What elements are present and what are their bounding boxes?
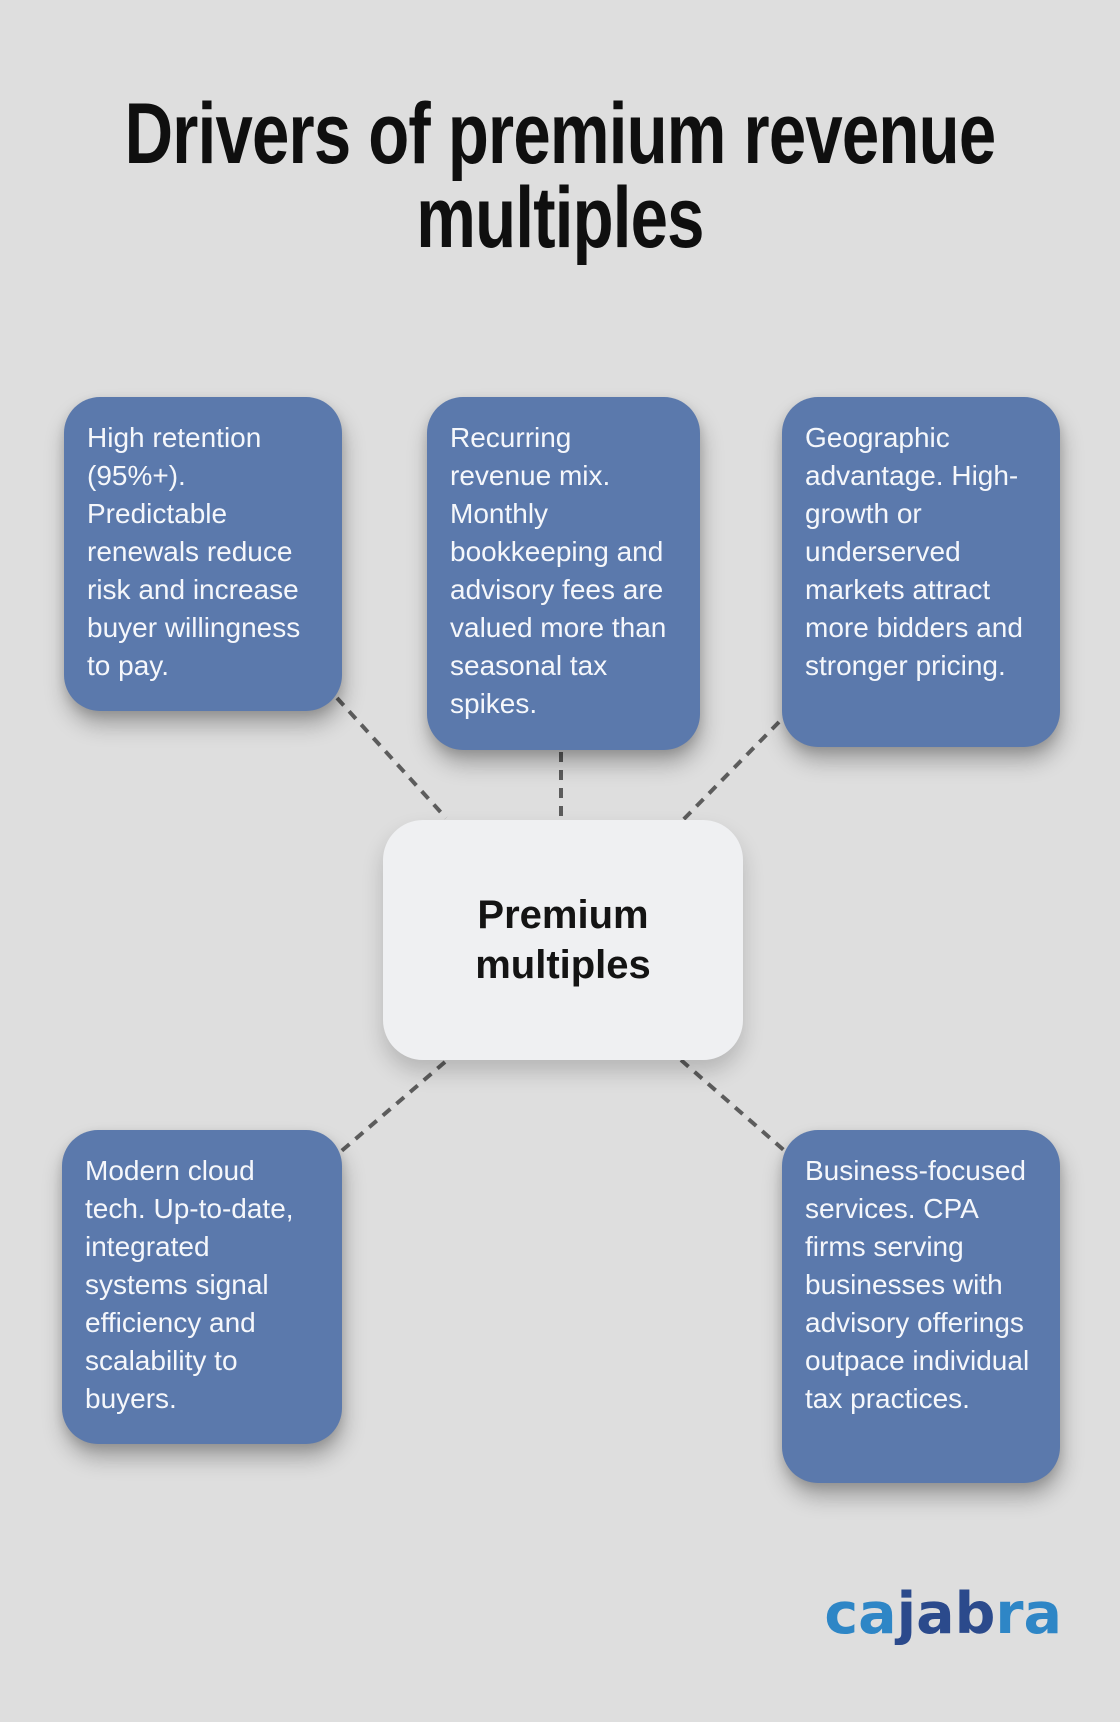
logo-segment-jab: jab (896, 1581, 996, 1647)
connector-center-cloudtech (336, 1060, 447, 1156)
driver-text-retention: High retention (95%+). Predictable renew… (87, 422, 301, 681)
driver-card-retention: High retention (95%+). Predictable renew… (64, 397, 342, 711)
driver-card-business-focused-services: Business-focused services. CPA firms ser… (782, 1130, 1060, 1483)
center-node-label: Premium multiples (475, 893, 651, 987)
driver-text-geographic-advantage: Geographic advantage. High-growth or und… (805, 422, 1023, 681)
center-node-premium-multiples: Premium multiples (383, 820, 743, 1060)
driver-text-recurring-revenue: Recurring revenue mix. Monthly bookkeepi… (450, 422, 667, 719)
driver-text-modern-cloud-tech: Modern cloud tech. Up-to-date, integrate… (85, 1155, 294, 1414)
driver-card-modern-cloud-tech: Modern cloud tech. Up-to-date, integrate… (62, 1130, 342, 1444)
connector-geographic-center (679, 720, 781, 824)
page-title-line2: multiples (416, 170, 704, 267)
connector-center-business (679, 1058, 788, 1154)
logo-segment-ca: ca (824, 1581, 897, 1647)
driver-text-business-focused-services: Business-focused services. CPA firms ser… (805, 1155, 1030, 1414)
page-title: Drivers of premium revenue multiples (123, 91, 997, 261)
page-title-line1: Drivers of premium revenue (124, 86, 997, 182)
driver-card-geographic-advantage: Geographic advantage. High-growth or und… (782, 397, 1060, 747)
driver-card-recurring-revenue: Recurring revenue mix. Monthly bookkeepi… (427, 397, 700, 750)
logo-segment-ra: ra (995, 1581, 1062, 1647)
cajabra-logo: cajabra (824, 1586, 1062, 1643)
